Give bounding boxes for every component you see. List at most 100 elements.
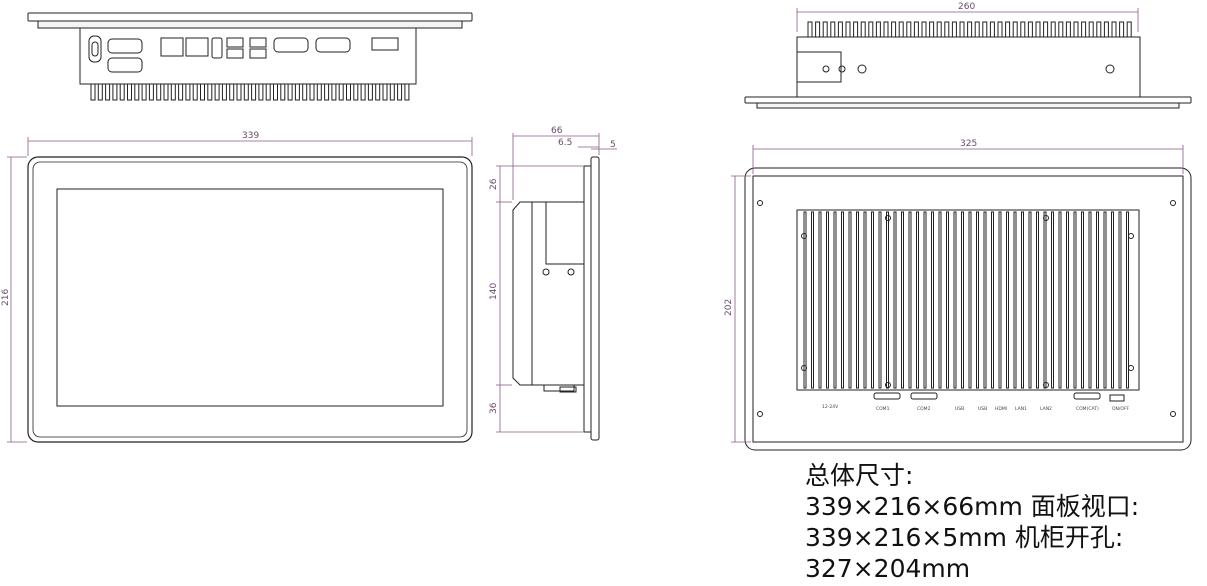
heat-fin xyxy=(968,211,972,389)
heat-fin xyxy=(908,211,912,389)
heat-fin xyxy=(901,211,904,389)
front-view xyxy=(27,156,473,443)
heat-fin xyxy=(938,211,942,389)
heat-fin xyxy=(1111,211,1114,389)
heat-fin xyxy=(309,83,315,101)
heat-fin xyxy=(1119,21,1125,38)
back-width-label: 325 xyxy=(960,139,977,149)
heat-fin xyxy=(906,21,912,38)
heat-fin xyxy=(360,83,366,101)
heat-fin xyxy=(1005,21,1011,38)
heat-fin xyxy=(976,211,979,389)
heat-fin xyxy=(1066,211,1069,389)
heat-fin xyxy=(185,83,191,101)
heat-fin xyxy=(921,21,927,38)
heat-fin xyxy=(1020,21,1026,38)
spec-line-panel: 339×216×5mm 机柜开孔: xyxy=(805,523,1124,552)
heat-fin xyxy=(1073,211,1077,389)
heat-fin xyxy=(936,21,942,38)
heat-fin xyxy=(841,211,844,389)
heat-fin xyxy=(221,83,227,101)
heat-fin xyxy=(119,83,125,101)
heat-fin xyxy=(1103,21,1109,38)
heat-fin xyxy=(923,211,927,389)
heat-fin xyxy=(998,211,1002,389)
heat-fin xyxy=(97,83,103,101)
side-panel-label: 5 xyxy=(610,140,616,150)
heat-fin xyxy=(214,83,220,101)
back-port-labels: 12-24V COM1 COM2 USB USB HDMI LAN1 LAN2 … xyxy=(822,404,1130,412)
heat-fin xyxy=(883,21,889,38)
top-width-dimension xyxy=(796,8,1139,32)
heat-fin xyxy=(1103,211,1107,389)
heat-fin xyxy=(868,21,874,38)
heat-fin xyxy=(134,83,140,101)
heat-fin xyxy=(258,83,264,101)
heat-fin xyxy=(913,21,919,38)
side-depth-label: 66 xyxy=(551,126,563,136)
port-label: LAN1 xyxy=(1015,406,1027,412)
heat-fin xyxy=(389,83,395,101)
heat-fin xyxy=(1027,21,1033,38)
heat-fin xyxy=(367,83,373,101)
port-label: HDMI xyxy=(995,406,1007,412)
heat-fin xyxy=(944,21,950,38)
port-label: ON/OFF xyxy=(1112,406,1130,412)
heat-fin xyxy=(1006,211,1009,389)
port-label: 12-24V xyxy=(822,404,839,410)
heat-fin xyxy=(280,83,286,101)
heat-fin xyxy=(893,211,897,389)
heat-fin xyxy=(353,83,359,101)
back-heat-fins xyxy=(803,211,1129,389)
heat-fin xyxy=(878,211,882,389)
heat-fin xyxy=(294,83,300,101)
heat-fin xyxy=(105,83,111,101)
side-bottom-label: 36 xyxy=(489,402,499,414)
heat-fin xyxy=(1073,21,1079,38)
heat-fin xyxy=(860,21,866,38)
heat-fin xyxy=(397,83,403,101)
back-dimensions xyxy=(731,145,1184,443)
heat-fin xyxy=(1096,21,1102,38)
heat-fin xyxy=(200,83,205,101)
heat-fin xyxy=(815,21,821,38)
heat-fin xyxy=(1126,21,1132,38)
heat-fin xyxy=(1111,21,1117,38)
side-top-label: 26 xyxy=(489,178,499,190)
heat-fin xyxy=(1050,21,1056,38)
spec-line-size: 339×216×66mm 面板视口: xyxy=(805,492,1140,521)
port-label: COM1 xyxy=(876,406,890,412)
heat-fin xyxy=(1058,211,1062,389)
heat-fin xyxy=(1081,21,1087,38)
heat-fin xyxy=(830,21,836,38)
port-label: USB xyxy=(955,406,964,412)
heat-fin xyxy=(375,83,381,101)
heat-fin xyxy=(959,21,965,38)
top-heat-fins xyxy=(807,21,1132,38)
port-label: COM2 xyxy=(917,406,931,412)
heat-fin xyxy=(148,83,154,101)
port-label: USB xyxy=(978,406,987,412)
heat-fin xyxy=(1012,21,1018,38)
heat-fin xyxy=(1058,21,1064,38)
heat-fin xyxy=(1043,21,1049,38)
heat-fin xyxy=(287,83,293,101)
side-mid-label: 140 xyxy=(489,283,499,300)
heat-fin xyxy=(845,21,851,38)
heat-fin xyxy=(163,83,169,101)
heat-fin xyxy=(236,83,242,101)
port-label: LAN2 xyxy=(1040,406,1052,412)
heat-fin xyxy=(951,21,957,38)
heat-fin xyxy=(404,83,410,101)
heat-fin xyxy=(251,83,257,101)
heat-fin xyxy=(1036,211,1039,389)
heat-fin xyxy=(141,83,147,101)
heat-fin xyxy=(243,83,249,101)
top-width-label: 260 xyxy=(958,2,975,12)
heat-fin xyxy=(331,83,337,101)
heat-fin xyxy=(916,211,919,389)
heat-fin xyxy=(863,211,867,389)
spec-line-overall: 总体尺寸: xyxy=(805,461,914,490)
heat-fin xyxy=(848,211,852,389)
